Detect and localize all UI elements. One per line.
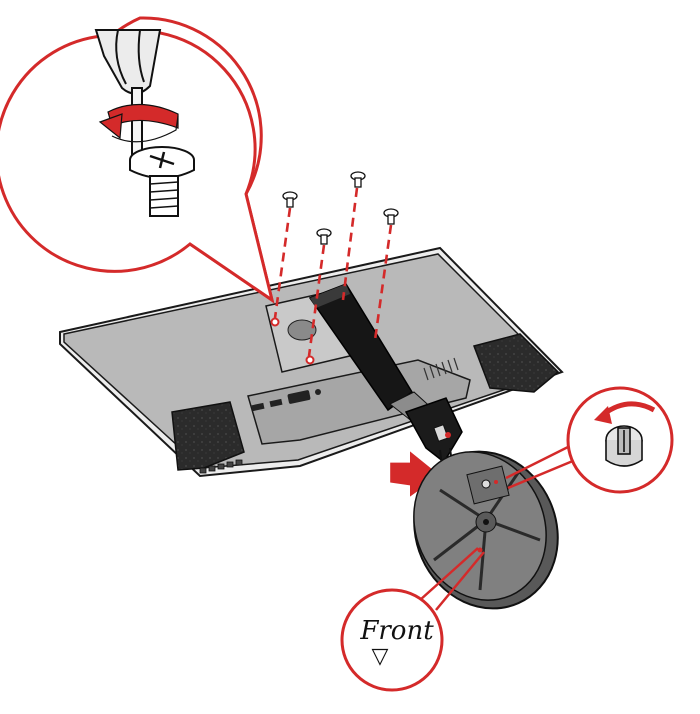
thumbscrew — [605, 425, 643, 467]
stand-base — [413, 450, 559, 610]
screw-guide-lines — [273, 187, 393, 357]
thumbscrew-callout — [505, 386, 674, 494]
screw-set — [282, 171, 399, 245]
screw-icon — [282, 191, 298, 208]
screw-icon — [350, 171, 366, 188]
front-label-callout — [340, 547, 485, 692]
left-dark-panel — [171, 401, 245, 471]
rotate-arrow-icon — [594, 401, 656, 424]
io-ports — [251, 389, 321, 412]
screw-icon — [383, 208, 399, 225]
rotate-arrow-icon — [98, 103, 179, 143]
control-buttons — [199, 459, 243, 474]
front-label-text: Front — [360, 616, 434, 646]
monitor-back — [59, 246, 564, 478]
triangle-down-icon: ▽ — [371, 644, 389, 669]
stand-neck — [308, 283, 463, 467]
vent-grille — [423, 357, 459, 381]
right-dark-panel — [473, 333, 560, 393]
direction-arrow-icon — [390, 451, 440, 497]
callout-screw — [129, 146, 195, 217]
screw-icon — [316, 228, 332, 245]
screwdriver-callout — [0, 16, 275, 304]
